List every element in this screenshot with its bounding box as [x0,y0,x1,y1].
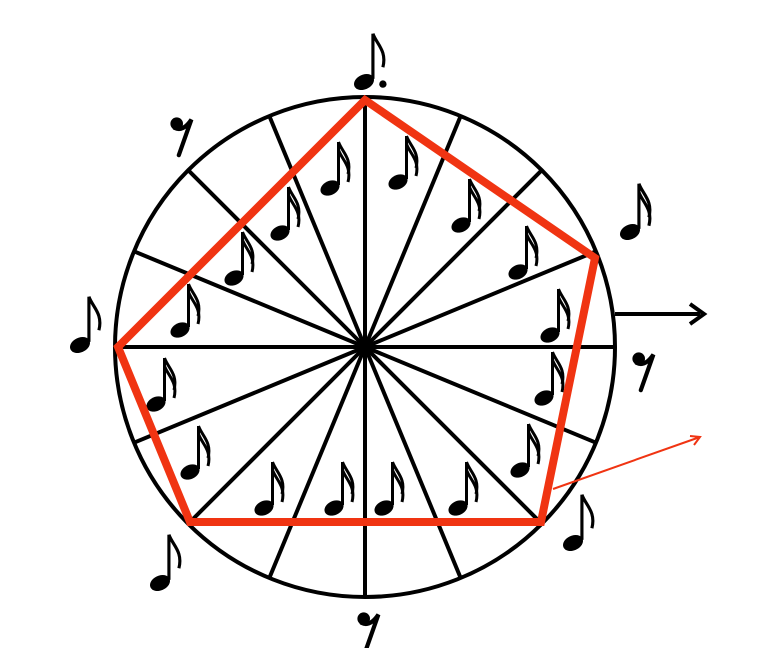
black-arrow [615,302,708,326]
eighth-rest-icon [357,612,381,648]
spoke [363,346,463,579]
sixteenth-note-icon [540,288,571,343]
spoke [186,345,367,526]
eighth-rest-icon [170,117,194,158]
sixteenth-note-icon [270,186,301,241]
spoke [133,345,366,445]
spoke [363,168,544,349]
sixteenth-note-icon [508,225,539,280]
red-pentagon [113,94,600,526]
red-arrow [552,435,702,490]
sixteenth-note-icon [374,461,405,516]
spoke [267,346,367,579]
sixteenth-note-icon [224,231,255,286]
spoke [186,168,367,349]
spoke [364,249,597,349]
dotted-eighth-note-icon [353,33,387,91]
sixteenth-note-icon [388,135,419,190]
eighth-note-icon [69,296,102,354]
outer-symbols [69,33,656,648]
eighth-note-icon [149,534,182,592]
sixteenth-note-icon [451,178,482,233]
sixteenth-note-icon [324,461,355,516]
sixteenth-note-icon [534,351,565,406]
spoke [363,345,544,526]
sixteenth-note-icon [146,357,177,412]
sixteenth-note-icon [320,141,351,196]
eighth-note-icon [562,494,595,552]
sixteenth-note-icon [510,423,541,478]
sixteenth-note-icon [619,183,652,241]
inner-notes [146,135,571,516]
sixteenth-note-icon [170,283,201,338]
center-point [359,341,371,353]
sixteenth-note-icon [254,461,285,516]
spoke [267,115,367,348]
spoke [133,249,366,349]
eighth-rest-icon [632,352,656,393]
sixteenth-note-icon [448,461,479,516]
sixteenth-note-icon [180,425,211,480]
